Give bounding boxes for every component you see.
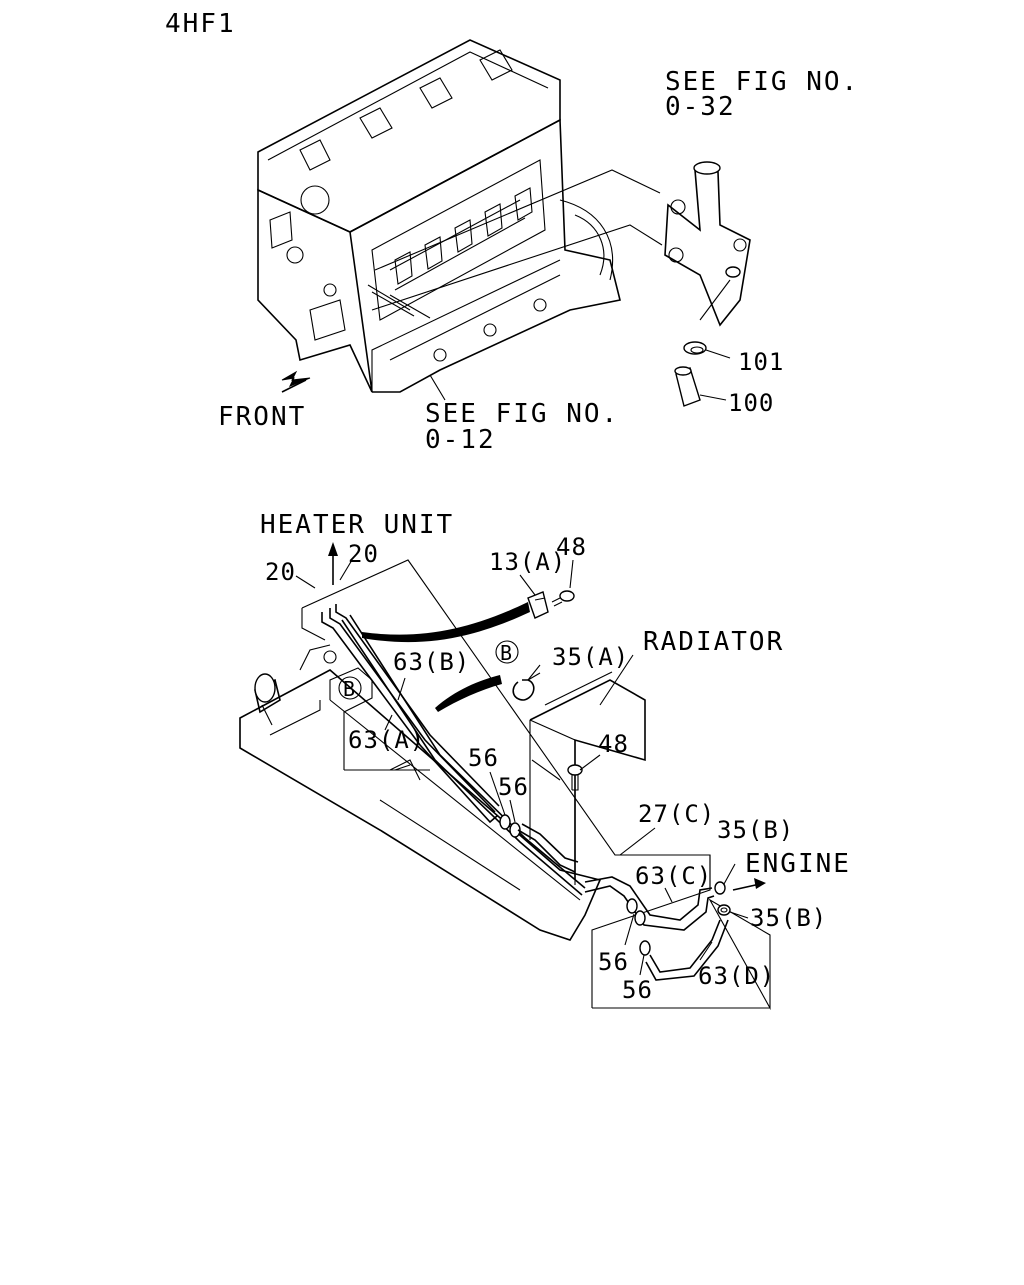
callout-63b: 63(B) <box>393 648 470 676</box>
front-arrow-icon <box>281 370 311 387</box>
front-arrow-shaft <box>281 379 307 393</box>
marker-b1: B <box>500 641 512 665</box>
detail-box-27c <box>591 855 771 1011</box>
frame-rail-drawing <box>239 644 602 941</box>
callout-20a: 20 <box>265 558 296 586</box>
right-arrow-icon <box>754 878 766 889</box>
front-label: FRONT <box>218 402 306 432</box>
marker-b2-circle <box>338 676 362 700</box>
bolt-48-upper <box>551 590 575 607</box>
bracket-13a <box>527 591 549 619</box>
callout-56-d: 56 <box>622 976 653 1004</box>
clamp-35a <box>512 672 541 701</box>
callout-13a: 13(A) <box>489 548 566 576</box>
heater-bracket <box>301 608 326 641</box>
see-fig-upper-line2: 0-32 <box>665 92 736 122</box>
heater-unit-label: HEATER UNIT <box>260 510 454 540</box>
clamp-56-upper <box>499 814 579 873</box>
callout-63d: 63(D) <box>698 962 775 990</box>
callout-56-a: 56 <box>468 744 499 772</box>
callout-leaders <box>295 559 713 976</box>
callout-35b-upper: 35(B) <box>717 816 794 844</box>
detail-arrow-b1 <box>362 602 530 643</box>
radiator-label: RADIATOR <box>643 627 784 657</box>
see-fig-lower-line2: 0-12 <box>425 425 496 455</box>
radiator-leader <box>599 654 634 706</box>
callout-27c: 27(C) <box>638 800 715 828</box>
marker-b2: B <box>343 677 355 701</box>
leader-see-fig-0-32-b <box>371 224 663 311</box>
hose-clamp-101 <box>683 341 731 359</box>
hose-63d <box>639 919 729 981</box>
leader-see-fig-0-32 <box>374 169 661 271</box>
engine-block-drawing <box>257 39 621 393</box>
marker-b1-circle <box>495 640 519 664</box>
callout-48-lower: 48 <box>598 730 629 758</box>
callout-63c: 63(C) <box>635 862 712 890</box>
hose-100 <box>674 366 727 407</box>
heater-pipes-63a-63b <box>321 604 586 896</box>
callout-20b: 20 <box>348 540 379 568</box>
callout-63a: 63(A) <box>348 726 425 754</box>
callout-48-upper: 48 <box>556 533 587 561</box>
callout-100: 100 <box>728 389 774 417</box>
callout-56-b: 56 <box>498 773 529 801</box>
see-fig-upper-line1: SEE FIG NO. <box>665 67 859 97</box>
callout-35a: 35(A) <box>552 643 629 671</box>
model-code: 4HF1 <box>165 9 236 39</box>
see-fig-lower-line1: SEE FIG NO. <box>425 399 619 429</box>
clamp-35b-lower <box>717 904 749 919</box>
callout-56-c: 56 <box>598 948 629 976</box>
detail-arrow-b2 <box>435 675 502 712</box>
clamp-35b-upper <box>714 863 736 895</box>
callout-101: 101 <box>738 348 784 376</box>
water-pump-drawing <box>664 161 751 327</box>
callout-35b-lower: 35(B) <box>750 904 827 932</box>
bracket-outline-63a <box>329 667 373 770</box>
up-arrow-icon <box>328 542 338 556</box>
leader-see-fig-0-12 <box>429 374 446 401</box>
hose-63c <box>584 876 715 931</box>
bolt-48-lower <box>567 764 583 885</box>
engine-label: ENGINE <box>745 849 851 879</box>
